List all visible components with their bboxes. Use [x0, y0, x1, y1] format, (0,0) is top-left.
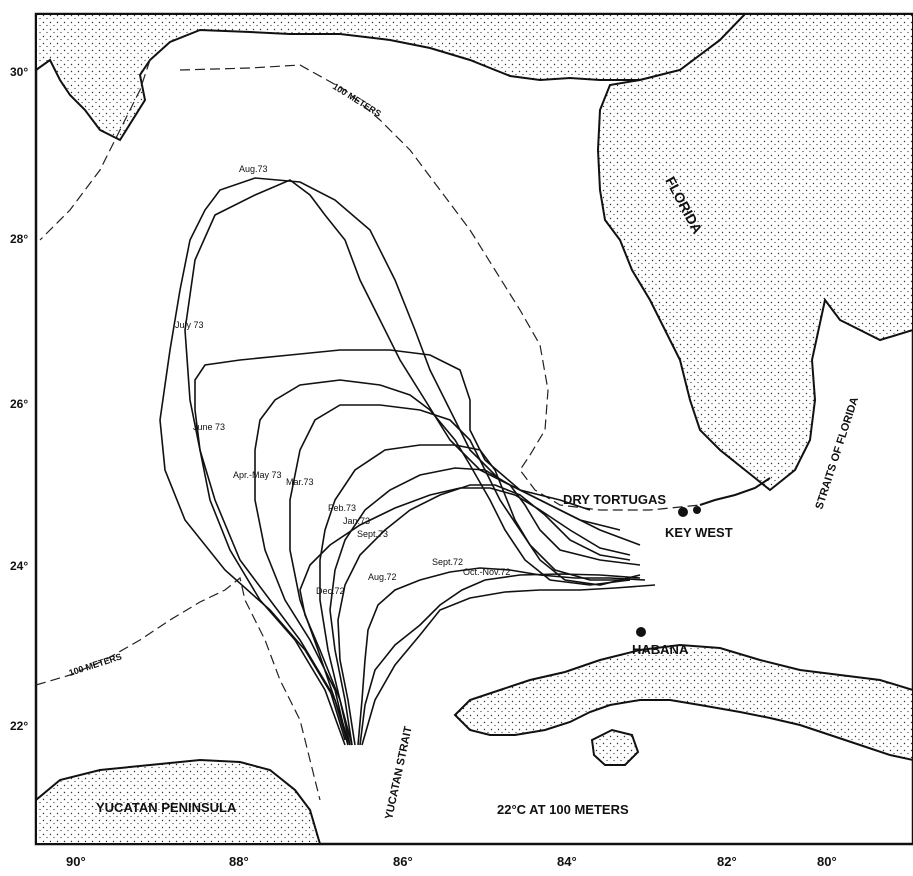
florida-keys [699, 477, 771, 506]
label-june73: June 73 [193, 422, 225, 432]
tick-lon-86: 86° [393, 854, 413, 869]
track-feb73 [319, 444, 630, 746]
tick-lat-30: 30° [10, 65, 28, 79]
track-aprmay73 [254, 379, 631, 746]
label-octnov72: Oct.-Nov.72 [463, 567, 510, 577]
track-july73 [159, 177, 621, 746]
tick-lon-90: 90° [66, 854, 86, 869]
track-june73 [194, 349, 641, 746]
track-aug72 [357, 567, 646, 746]
track-octnov72 [361, 584, 656, 746]
label-sept72: Sept.72 [432, 557, 463, 567]
florida-peninsula-land [596, 13, 913, 492]
tick-lat-22: 22° [10, 719, 28, 733]
label-habana: HABANA [632, 642, 689, 657]
track-mar73 [289, 404, 641, 746]
dry-tortugas-marker [678, 507, 688, 517]
tick-lat-26: 26° [10, 397, 28, 411]
yucatan-peninsula-land [35, 758, 322, 845]
track-sept73 [337, 484, 631, 746]
tick-lon-80: 80° [817, 854, 837, 869]
label-aug72: Aug.72 [368, 572, 397, 582]
label-contour-lower: 100 METERS [68, 651, 123, 678]
tick-lon-82: 82° [717, 854, 737, 869]
label-key-west: KEY WEST [665, 525, 733, 540]
label-aprmay73: Apr.-May 73 [233, 470, 282, 480]
tick-lon-84: 84° [557, 854, 577, 869]
contour-100m-upper [179, 64, 701, 511]
contour-100m-lower [35, 576, 321, 801]
track-aug73 [184, 179, 591, 741]
tick-lat-28: 28° [10, 232, 28, 246]
label-sept73: Sept.73 [357, 529, 388, 539]
label-yucatan-peninsula: YUCATAN PENINSULA [96, 800, 237, 815]
habana-marker [636, 627, 646, 637]
key-west-marker [693, 506, 701, 514]
label-feb73: Feb.73 [328, 503, 356, 513]
tick-lat-24: 24° [10, 559, 28, 573]
track-sept72 [359, 573, 641, 746]
cuba-land [453, 643, 913, 762]
track-jan73 [329, 467, 641, 746]
label-yucatan-strait: YUCATAN STRAIT [383, 725, 415, 821]
label-july73: July 73 [175, 320, 204, 330]
tick-lon-88: 88° [229, 854, 249, 869]
label-contour-upper: 100 METERS [331, 81, 383, 119]
isla-de-la-juventud [590, 728, 640, 766]
label-dec72: Dec.72 [316, 586, 345, 596]
label-dry-tortugas: DRY TORTUGAS [563, 492, 666, 507]
label-aug73: Aug.73 [239, 164, 268, 174]
label-straits-of-florida: STRAITS OF FLORIDA [813, 396, 861, 511]
label-jan73: Jan.73 [343, 516, 370, 526]
track-dec72 [299, 487, 631, 746]
label-22c-at-100-meters: 22°C AT 100 METERS [497, 802, 629, 817]
label-mar73: Mar.73 [286, 477, 314, 487]
